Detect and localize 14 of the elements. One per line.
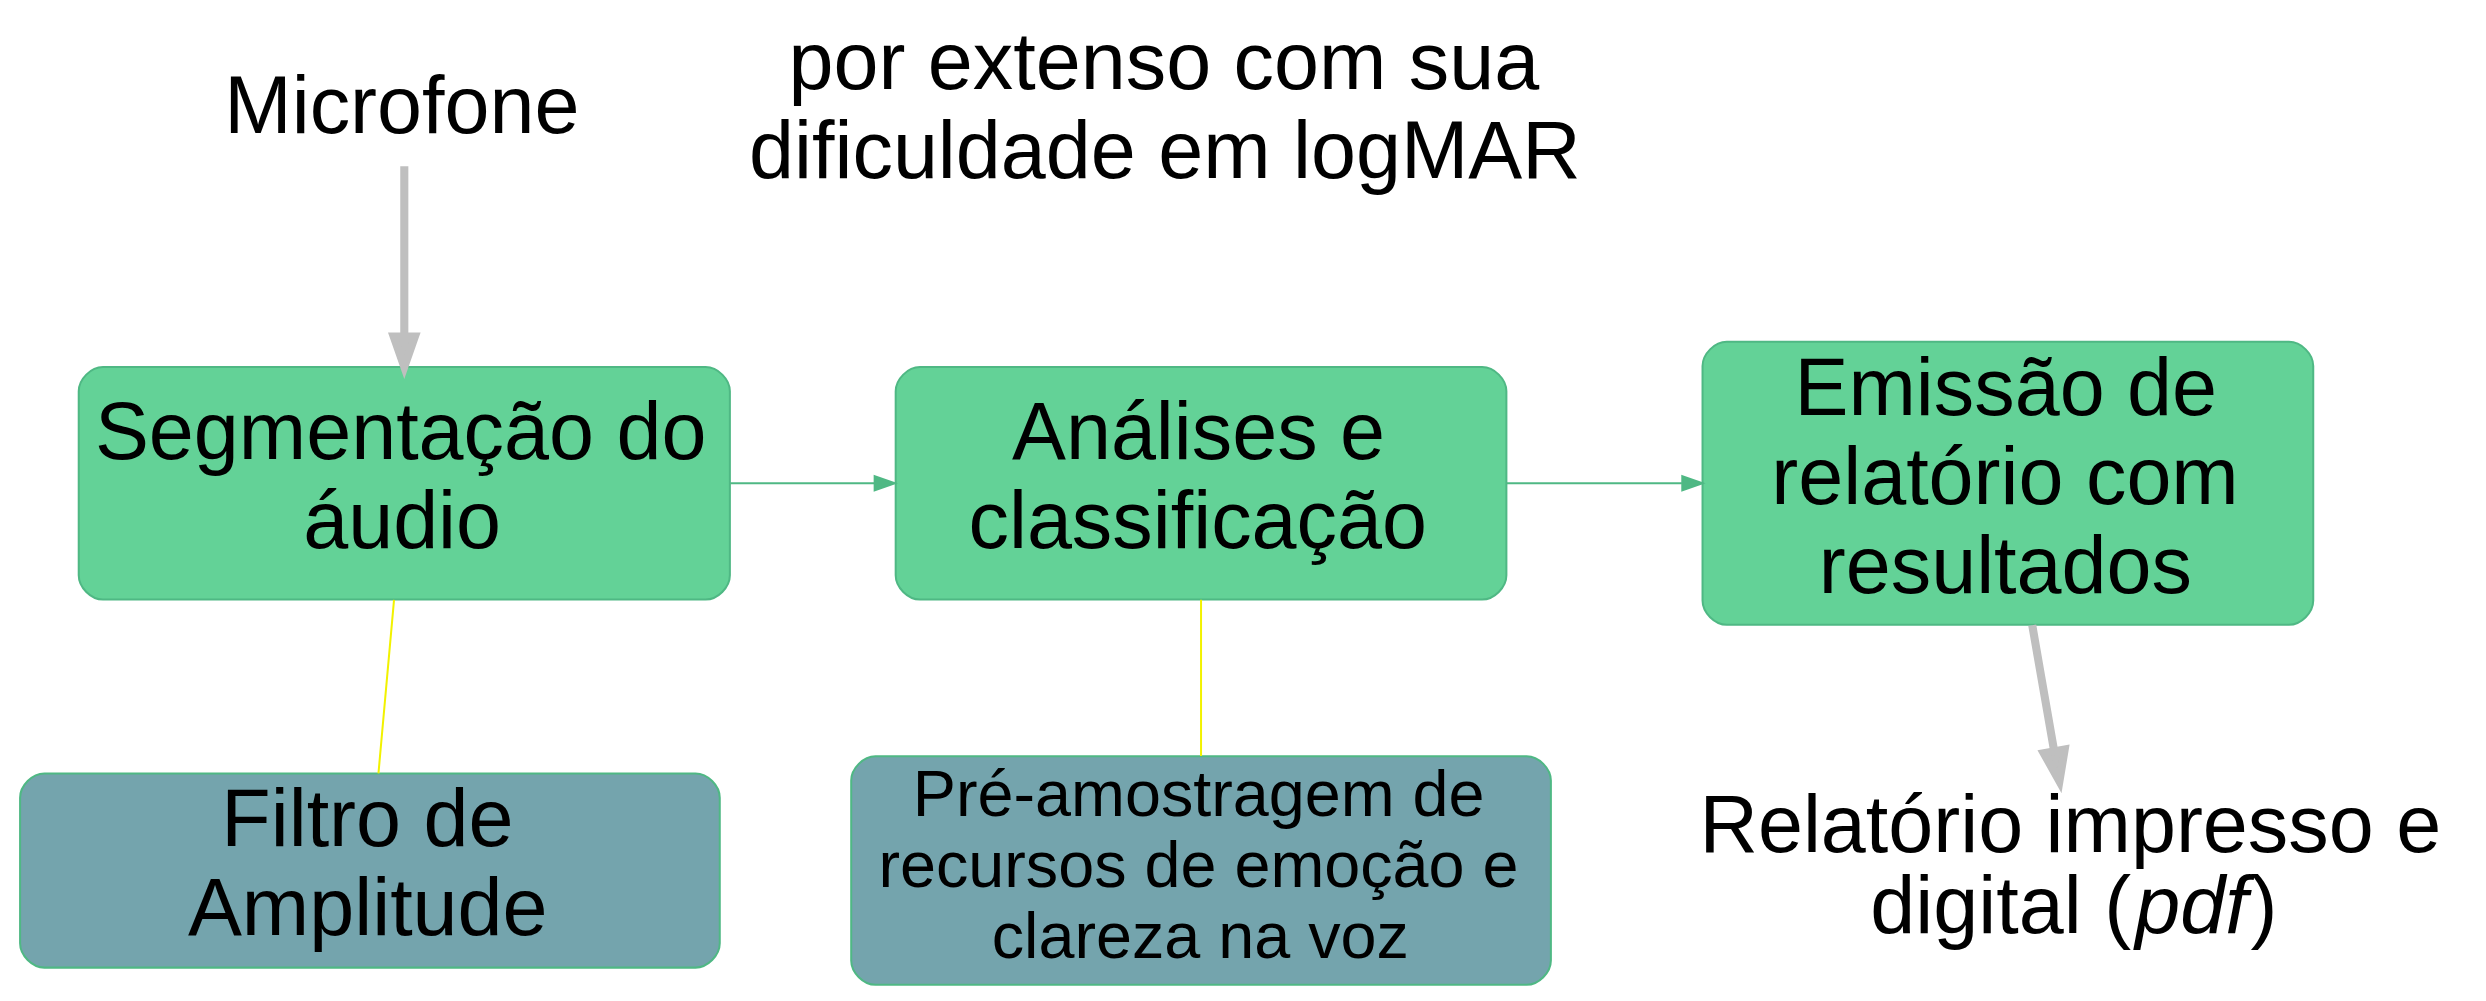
arrow	[388, 166, 421, 380]
arrow	[1506, 474, 1706, 492]
node-box: Pré-amostragem de recursos de emoção e clareza na voz	[850, 755, 1552, 986]
connector	[1200, 599, 1203, 756]
node-box: Segmentação do áudio	[77, 366, 731, 601]
arrow	[730, 474, 898, 492]
node-text: Relatório impresso e digital (pdf)	[1699, 779, 2442, 951]
label: por extenso com sua dificuldade em logMAR	[749, 15, 1581, 195]
connector	[377, 599, 396, 774]
node-text: Microfone	[224, 60, 580, 151]
node-box: Emissão de relatório com resultados	[1701, 340, 2315, 626]
node-box: Análises e classificação	[894, 366, 1508, 601]
arrow	[2028, 624, 2070, 794]
node-box: Filtro de Amplitude	[19, 772, 721, 969]
